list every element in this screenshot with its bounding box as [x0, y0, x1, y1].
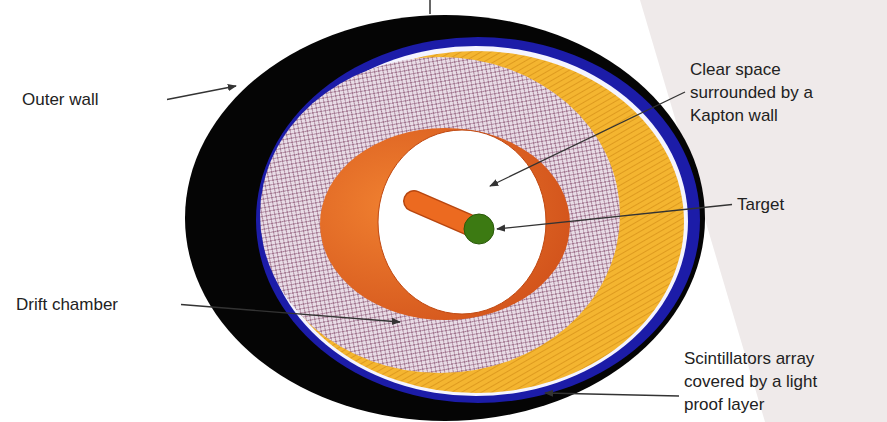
part-label: Outer wall	[22, 88, 162, 111]
part-label: Scintillators array covered by a light p…	[684, 347, 856, 416]
clear-space	[378, 130, 546, 314]
leader-line	[497, 205, 732, 230]
leader-line	[167, 86, 236, 100]
top-leader	[429, 0, 431, 14]
blue-ring	[256, 37, 700, 403]
target-face	[464, 214, 494, 244]
part-label: Drift chamber	[16, 293, 176, 316]
part-label: Target	[737, 193, 857, 216]
leader-line	[490, 92, 685, 186]
drift-chamber	[260, 57, 620, 373]
outer-wall	[185, 15, 705, 421]
leader-line	[181, 305, 400, 323]
part-label: Clear space surrounded by a Kapton wall	[690, 58, 840, 127]
kapton-wall	[320, 128, 570, 320]
leader-line	[545, 393, 679, 396]
